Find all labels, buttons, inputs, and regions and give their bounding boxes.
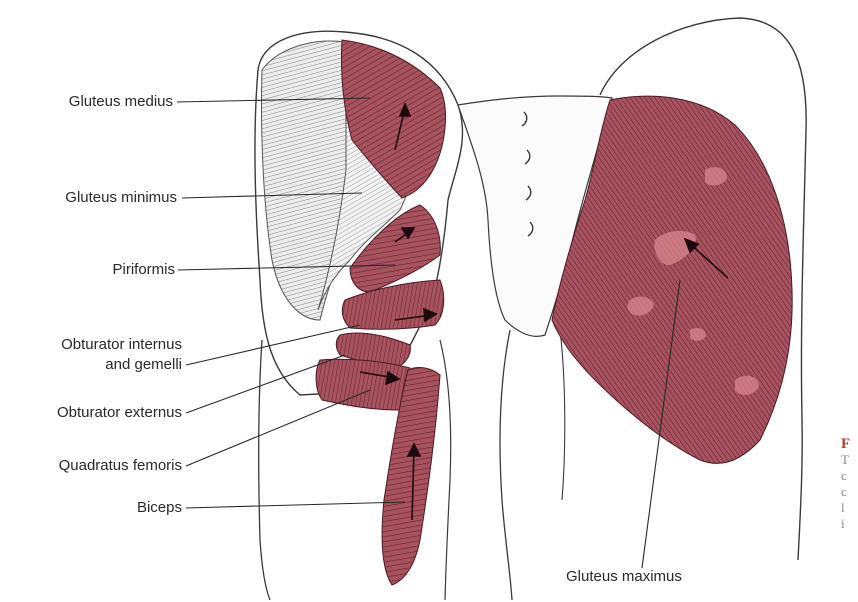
figure-caption-head: F xyxy=(841,436,858,452)
figure-caption-line: c xyxy=(841,468,858,484)
label-obturator-internus-line1: Obturator internus xyxy=(5,336,182,354)
label-gluteus-minimus: Gluteus minimus xyxy=(15,189,177,207)
figure-caption-line: l xyxy=(841,500,858,516)
label-piriformis: Piriformis xyxy=(75,261,175,279)
right-femur-outline-2 xyxy=(560,330,565,500)
label-quadratus-femoris: Quadratus femoris xyxy=(6,457,182,475)
label-gluteus-medius: Gluteus medius xyxy=(25,93,173,111)
figure-caption-line: T xyxy=(841,452,858,468)
left-femur-outline xyxy=(259,340,270,600)
label-biceps: Biceps xyxy=(100,499,182,517)
right-femur-outline xyxy=(500,330,512,600)
leader-biceps xyxy=(186,502,405,508)
label-obturator-externus: Obturator externus xyxy=(4,404,182,422)
figure-caption-line: i xyxy=(841,516,858,532)
figure-caption-fragment: F T c c l i xyxy=(841,436,858,532)
quadratus-femoris-muscle xyxy=(316,359,410,410)
label-gluteus-maximus: Gluteus maximus xyxy=(566,568,682,586)
leader-quadratus-femoris xyxy=(186,390,370,466)
label-obturator-internus-line2: and gemelli xyxy=(60,356,182,374)
figure-caption-line: c xyxy=(841,484,858,500)
left-femur-inner xyxy=(440,340,451,600)
